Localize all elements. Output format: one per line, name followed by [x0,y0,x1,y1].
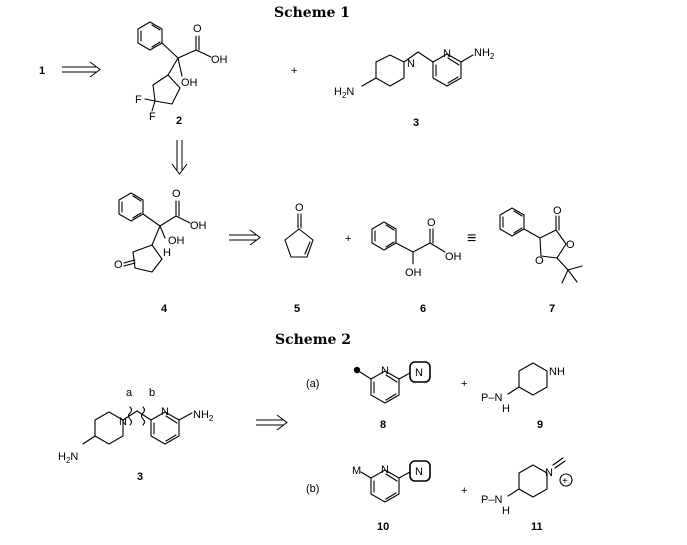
disconnection-a: a [126,387,133,399]
disconnection-b: b [149,387,155,399]
compound-2-f1: F [135,94,142,106]
plus-2: + [345,233,351,245]
compound-7-carbonyl-o: O [553,205,562,217]
compound-3b-h2n: H2N [58,451,78,465]
retro-arrow-1 [62,61,101,78]
compound-4-h: H [163,247,171,259]
compound-8 [353,361,431,404]
compound-2-carbonyl-o: O [193,23,202,35]
compound-10 [360,460,431,503]
compound-2-f2: F [149,111,156,123]
compound-7-ring-o2: O [535,255,544,267]
compound-11-h: H [502,505,510,517]
compound-6 [371,221,446,265]
compound-10-boxed-n: N [415,466,423,478]
compound-11-pn: P–N [481,494,502,506]
equivalence-symbol: ≡ [467,230,476,247]
compound-4 [118,192,191,273]
compound-9-number: 9 [537,419,543,431]
retro-arrow-down [171,140,188,175]
compound-3-number: 3 [413,117,419,129]
compound-3-bottom [82,406,193,445]
compound-3b-pyridine-n: N [161,406,169,418]
compound-5 [284,213,314,258]
compound-2-oh: OH [181,77,198,89]
compound-4-carbonyl-o: O [172,188,181,200]
scheme2-title: Scheme 2 [275,332,351,348]
compound-3-piperidine-n: N [407,58,415,70]
compound-10-number: 10 [377,521,389,533]
compound-4-oh: OH [168,235,185,247]
compound-9 [507,362,548,396]
compound-3-top [361,51,474,87]
compound-11-n: N [545,467,553,479]
retro-arrow-2 [229,229,261,246]
plus-1: + [291,65,297,77]
scheme1-title: Scheme 1 [274,5,350,21]
compound-4-ketone-o: O [114,259,123,271]
route-a-label: (a) [306,378,319,390]
compound-2-acid-oh: OH [211,54,228,66]
compound-6-carbonyl-o: O [427,217,436,229]
compound-9-pn: P–N [481,392,502,404]
compound-6-oh: OH [405,267,422,279]
compound-1-number: 1 [39,65,45,77]
compound-10-n: N [381,464,389,476]
compound-11 [507,457,573,498]
compound-8-number: 8 [380,419,386,431]
plus-4: + [461,485,467,497]
compound-8-n: N [381,365,389,377]
retro-arrow-3 [256,414,288,431]
compound-4-number: 4 [161,303,168,315]
compound-2-number: 2 [176,115,182,127]
compound-7-number: 7 [549,303,555,315]
compound-3b-piperidine-n: N [119,416,127,428]
compound-7 [499,207,583,284]
compound-7-ring-o1: O [566,239,575,251]
compound-2 [137,21,212,112]
compound-3-nh2: NH2 [474,47,495,61]
compound-5-number: 5 [294,303,300,315]
compound-3-pyridine-n: N [443,48,451,60]
compound-3-h2n: H2N [334,86,354,100]
compound-5-o: O [295,202,304,214]
compound-11-charge: + [562,476,568,487]
compound-8-boxed-n: N [415,367,423,379]
plus-3: + [461,378,467,390]
compound-3b-nh2: NH2 [193,409,214,423]
compound-6-acid-oh: OH [445,251,462,263]
compound-9-h: H [502,403,510,415]
compound-6-number: 6 [420,303,426,315]
compound-10-m: M [352,465,361,477]
compound-11-number: 11 [531,521,543,533]
compound-3b-number: 3 [137,471,143,483]
route-b-label: (b) [306,483,319,495]
compound-9-nh: NH [549,366,565,378]
compound-4-acid-oh: OH [190,220,207,232]
